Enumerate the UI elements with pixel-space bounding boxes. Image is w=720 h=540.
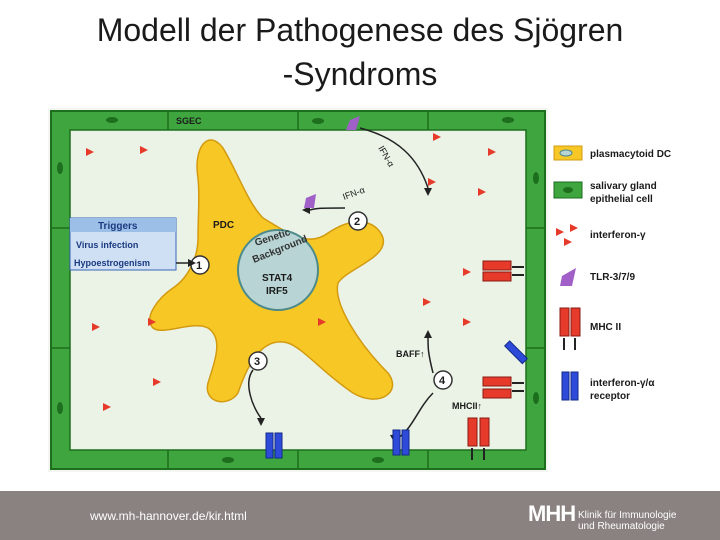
clinic-name: Klinik für Immunologie und Rheumatologie [578, 510, 676, 532]
legend-mhc-label: MHC II [590, 322, 621, 333]
trigger-virus: Virus infection [76, 240, 138, 250]
step-2-marker [348, 211, 368, 231]
title-line-1: Modell der Pathogenese des Sjögren [96, 12, 624, 48]
legend-ifng-swatch [556, 224, 578, 246]
step-4-marker [433, 370, 453, 390]
triggers-header: Triggers [98, 221, 138, 232]
pdc-label: PDC [213, 220, 234, 231]
step-3-marker [248, 351, 268, 371]
legend-ifngr-label-2: receptor [590, 391, 630, 402]
step-3-number: 3 [254, 356, 260, 368]
pathogenesis-diagram: SGEC IFN-α IFN-α PDC Genetic Background … [48, 108, 548, 472]
legend-ifngr-label-1: interferon-γ/α [590, 378, 655, 389]
mhcii-label: MHCII↑ [452, 401, 482, 411]
legend-tlr-label: TLR-3/7/9 [590, 272, 635, 283]
legend-salivary-label-2: epithelial cell [590, 194, 653, 205]
irf5-label: IRF5 [266, 286, 288, 297]
legend-ifngr-swatch [561, 371, 579, 401]
tlr-receptor-top [346, 116, 360, 130]
step-2-number: 2 [354, 216, 360, 228]
slide-title: Modell der Pathogenese des Sjögren -Synd… [0, 8, 720, 96]
footer-bar: www.mh-hannover.de/kir.html MHH Klinik f… [0, 491, 720, 540]
legend-mhc-swatch [559, 307, 581, 337]
clinic-line-1: Klinik für Immunologie [578, 510, 677, 521]
legend-tlr-swatch [560, 268, 576, 286]
tlr-receptor-mid [304, 194, 316, 208]
step-4-number: 4 [439, 375, 446, 387]
mhc-ii-receptor [482, 260, 512, 271]
legend-ifng-label: interferon-γ [590, 230, 646, 241]
step-1-number: 1 [196, 260, 202, 272]
title-line-2: -Syndroms [282, 56, 438, 92]
pdc-nucleus [237, 229, 319, 311]
trigger-hypoestrogenism: Hypoestrogenism [74, 258, 150, 268]
stat4-label: STAT4 [262, 273, 293, 284]
legend: plasmacytoid DC salivary gland epithelia… [553, 145, 671, 402]
footer-url-link[interactable]: www.mh-hannover.de/kir.html [90, 509, 247, 523]
mhh-logo: MHH [528, 501, 576, 526]
legend-pdc-label: plasmacytoid DC [590, 149, 671, 160]
clinic-line-2: und Rheumatologie [578, 521, 665, 532]
legend-salivary-label-1: salivary gland [590, 181, 657, 192]
ifn-receptor [265, 432, 274, 459]
baff-label: BAFF↑ [396, 349, 425, 359]
sgec-label: SGEC [176, 116, 202, 126]
